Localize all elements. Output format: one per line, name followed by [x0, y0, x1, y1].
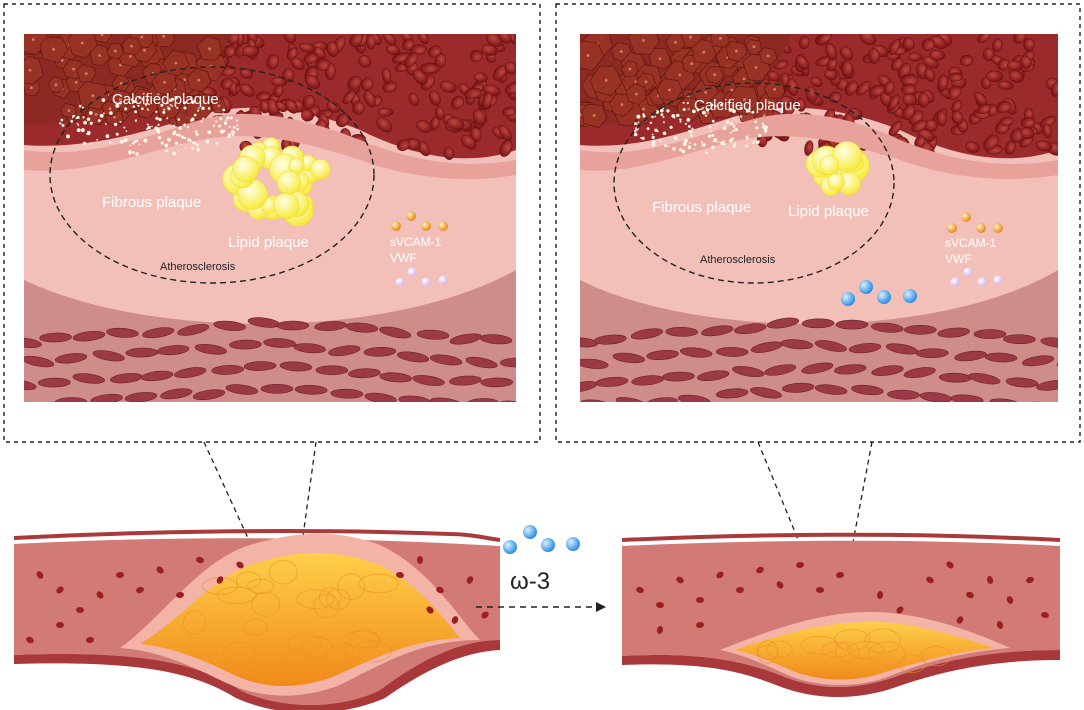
label-vwf-right: VWF: [945, 252, 972, 266]
label-fibrous-left: Fibrous plaque: [102, 194, 201, 211]
label-lipid-left: Lipid plaque: [228, 234, 309, 251]
panel-frame-right: [555, 3, 1081, 443]
label-athero-right: Atherosclerosis: [700, 254, 776, 266]
label-svcam-left: sVCAM-1: [390, 235, 442, 249]
vessel-left: [13, 529, 501, 710]
plaque-core-right: [735, 622, 995, 680]
label-calcified-right: Calcified plaque: [694, 97, 801, 114]
treatment-label: ω-3: [510, 568, 550, 595]
detail-right: [580, 34, 1058, 402]
atherosclerosis-oval-right: [613, 82, 895, 284]
intima-band-left: [24, 113, 516, 180]
omega3-molecules: [503, 525, 580, 554]
media-layer-left: [24, 270, 516, 402]
lipid-droplets-right: [805, 141, 870, 196]
calcified-particles-left: [59, 96, 240, 156]
cell-network-left: [24, 34, 227, 131]
media-layer-right: [580, 270, 1058, 402]
vessel-rbc-right: [636, 561, 1049, 634]
smooth-muscle-cells-right: [580, 317, 1058, 402]
label-fibrous-right: Fibrous plaque: [652, 199, 751, 216]
label-calcified-left: Calcified plaque: [112, 91, 219, 108]
smooth-muscle-cells-left: [24, 317, 516, 402]
vwf-markers-right: [950, 267, 1003, 287]
treatment-arrow: [476, 602, 606, 612]
vessel-right: [621, 532, 1061, 698]
svcam-markers-right: [947, 212, 1003, 233]
cell-network-right: [580, 34, 785, 128]
lipid-droplets-left: [222, 137, 331, 227]
svcam-markers-left: [391, 211, 448, 231]
panel-frame-left: [3, 3, 541, 443]
vwf-markers-left: [395, 267, 448, 287]
omega3-molecules-right-detail: [841, 280, 917, 306]
intima-band-right: [580, 113, 1058, 180]
detail-left: [24, 34, 516, 402]
label-vwf-left: VWF: [390, 251, 417, 265]
vessel-rbc-left: [26, 556, 489, 644]
calcified-particles-right: [633, 101, 768, 155]
atherosclerosis-oval-left: [49, 66, 375, 284]
plaque-core-left: [140, 552, 460, 687]
label-lipid-right: Lipid plaque: [788, 203, 869, 220]
label-athero-left: Atherosclerosis: [160, 261, 236, 273]
label-svcam-right: sVCAM-1: [945, 236, 997, 250]
